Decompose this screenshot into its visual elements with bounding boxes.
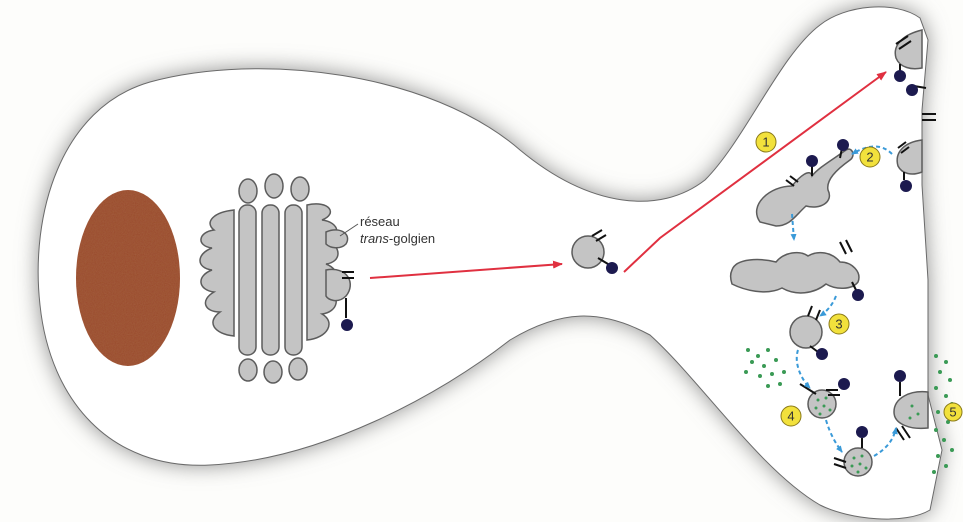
tgn-label-line1: réseau [360, 214, 400, 229]
step-number-5: 5 [949, 405, 956, 420]
step-badge-1: 1 [756, 132, 776, 152]
step-number-4: 4 [787, 409, 794, 424]
step-badge-2: 2 [860, 147, 880, 167]
tgn-label-italic: trans [360, 231, 389, 246]
step-number-1: 1 [762, 135, 769, 150]
step-badge-5: 5 [944, 403, 962, 421]
tgn-label-rest: -golgien [389, 231, 435, 246]
step-number-3: 3 [835, 317, 842, 332]
step-badge-3: 3 [829, 314, 849, 334]
step-badge-4: 4 [781, 406, 801, 426]
step-number-2: 2 [866, 150, 873, 165]
nucleus [76, 190, 180, 366]
